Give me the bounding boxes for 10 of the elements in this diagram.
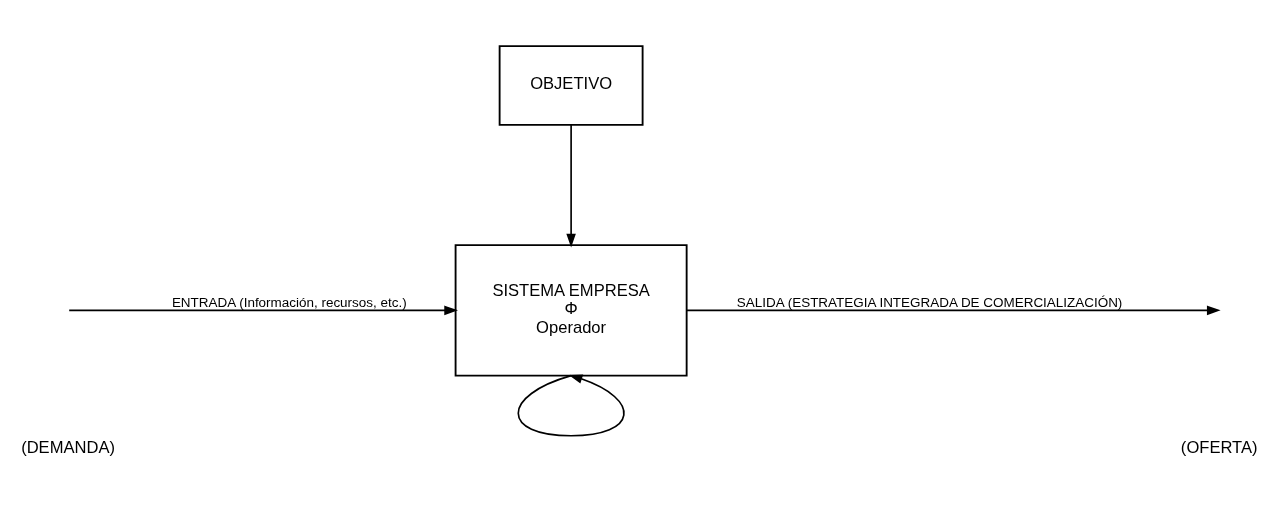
arrow — [566, 124, 576, 248]
arrow — [517, 374, 625, 437]
node-box: SISTEMA EMPRESA Φ Operador — [454, 244, 688, 377]
label: (DEMANDA) — [21, 438, 115, 458]
label: (OFERTA) — [1180, 438, 1258, 458]
edge-label: SALIDA (ESTRATEGIA INTEGRADA DE COMERCIALIZACIÓN) — [736, 294, 1123, 310]
arrow — [68, 305, 458, 316]
edge-label: ENTRADA (Información, recursos, etc.) — [171, 294, 407, 310]
node-box: OBJETIVO — [498, 45, 644, 126]
arrow — [686, 305, 1221, 316]
